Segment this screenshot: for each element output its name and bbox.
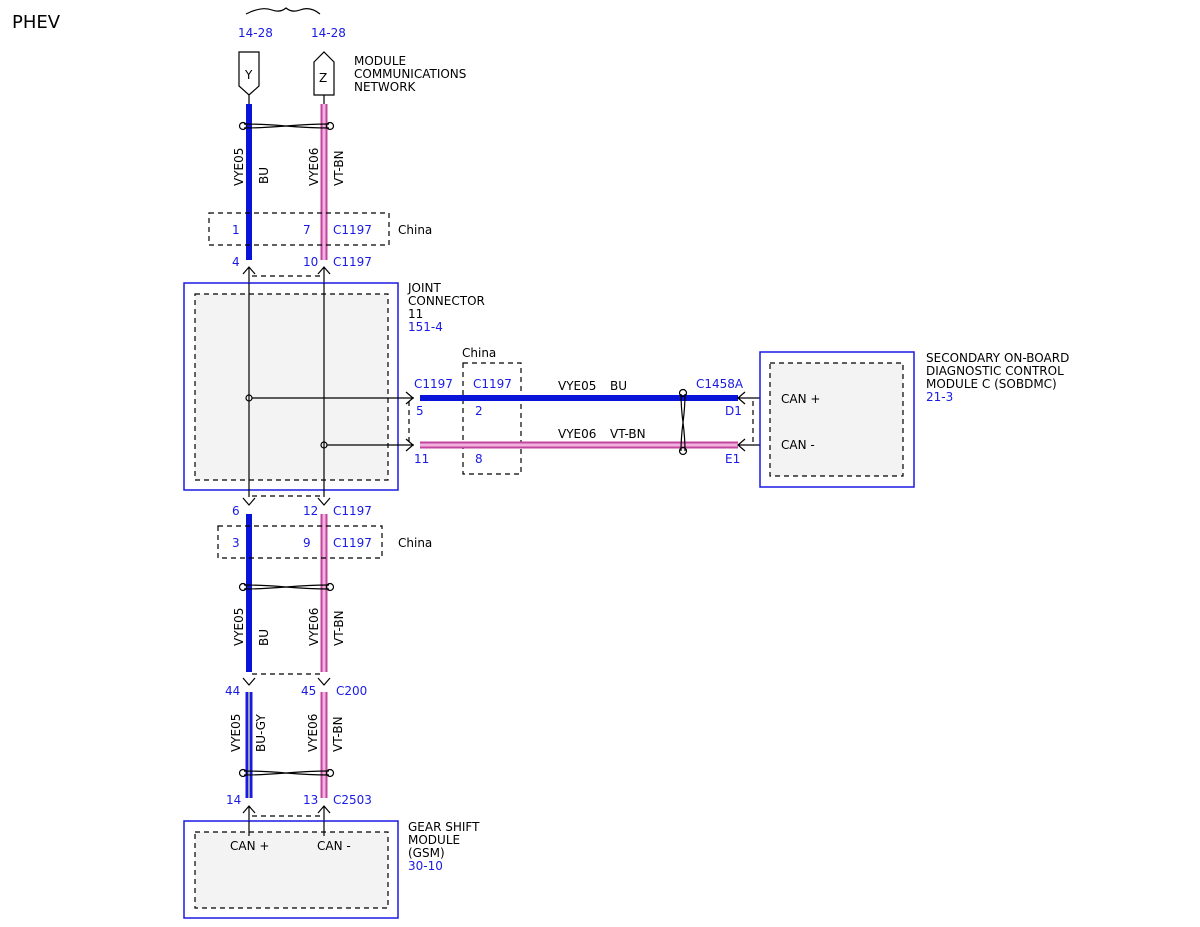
sobdmc-ref[interactable]: 21-3: [926, 390, 953, 404]
connector-c1197-top-china[interactable]: C1197: [333, 223, 372, 237]
pin-bottom-c1197-left: 6: [232, 504, 240, 518]
joint-connector-label-line1: JOINT: [407, 281, 442, 295]
pin-top-c1197-left: 4: [232, 255, 240, 269]
twisted-pair-symbol-lower: [243, 584, 330, 590]
connector-arrow-top-left: [242, 266, 256, 283]
connector-c1197-bottom-china[interactable]: C1197: [333, 536, 372, 550]
pin-mid-c1197-upper: 5: [416, 404, 424, 418]
joint-connector-inner: [194, 293, 389, 481]
connector-c200[interactable]: C200: [336, 684, 367, 698]
pin-c2503-left: 14: [226, 793, 241, 807]
pin-bottom-c1197-right: 12: [303, 504, 318, 518]
gsm-can-plus: CAN +: [230, 839, 269, 853]
connector-arrow-c1458a-upper: [737, 391, 760, 405]
pin-c1458a-upper: D1: [725, 404, 742, 418]
joint-connector-label-line2: CONNECTOR: [408, 294, 485, 308]
pin-top-c1197-right: 10: [303, 255, 318, 269]
gsm-label-line2: MODULE: [408, 833, 460, 847]
pin-top-china-left: 1: [232, 223, 240, 237]
offpage-connector-z: [313, 51, 335, 96]
wire-label-vye05-lower: VYE05: [232, 608, 246, 646]
connector-c2503[interactable]: C2503: [333, 793, 372, 807]
sobdmc-can-minus: CAN -: [781, 438, 815, 452]
pin-top-china-right: 7: [303, 223, 311, 237]
connector-arrow-c2503-left: [242, 805, 256, 821]
sobdmc-label-line2: DIAGNOSTIC CONTROL: [926, 364, 1064, 378]
connector-c1458a[interactable]: C1458A: [696, 377, 744, 391]
wire-label-vye05-mid: VYE05: [558, 379, 596, 393]
connector-arrow-c200-right: [317, 677, 331, 686]
connector-arrow-c1458a-lower: [737, 438, 760, 452]
wire-label-vye06-mid: VYE06: [558, 427, 596, 441]
offpage-connector-y: [238, 51, 260, 96]
wire-color-bugy-bottom: BU-GY: [254, 714, 268, 752]
twisted-pair-symbol-top: [243, 123, 330, 129]
china-connector-mid: [462, 362, 522, 475]
china-label-bottom: China: [398, 536, 432, 550]
pin-mid-china-lower: 8: [475, 452, 483, 466]
connector-arrow-c200-left: [242, 677, 256, 686]
wire-label-vye06-lower: VYE06: [307, 608, 321, 646]
pin-c200-left: 44: [225, 684, 240, 698]
joint-connector-ref[interactable]: 151-4: [408, 320, 443, 334]
connector-c1197-bottom[interactable]: C1197: [333, 504, 372, 518]
top-right-ref[interactable]: 14-28: [311, 26, 346, 40]
connector-c1197-mid-china[interactable]: C1197: [473, 377, 512, 391]
china-connector-bottom: [217, 525, 383, 559]
pin-c1458a-lower: E1: [725, 452, 740, 466]
top-left-ref[interactable]: 14-28: [238, 26, 273, 40]
china-label-top: China: [398, 223, 432, 237]
connector-c1197-mid[interactable]: C1197: [414, 377, 453, 391]
wire-label-vye06-top: VYE06: [307, 148, 321, 186]
top-brace: [245, 7, 321, 15]
joint-connector-label-line3: 11: [408, 307, 423, 321]
pin-bottom-china-right: 9: [303, 536, 311, 550]
gsm-module-inner: [194, 831, 389, 909]
pin-mid-c1197-lower: 11: [414, 452, 429, 466]
wire-color-bu-top: BU: [257, 167, 271, 184]
pin-mid-china-upper: 2: [475, 404, 483, 418]
twisted-pair-symbol-mid: [680, 393, 686, 452]
pin-bottom-china-left: 3: [232, 536, 240, 550]
page-title: PHEV: [12, 12, 61, 33]
gsm-label-line3: (GSM): [408, 846, 445, 860]
wire-color-vtbn-bottom: VT-BN: [331, 716, 345, 752]
connector-arrow-mid-lower: [405, 438, 414, 452]
connector-arrow-top-right: [317, 266, 331, 283]
gsm-can-minus: CAN -: [317, 839, 351, 853]
china-label-mid: China: [462, 346, 496, 360]
wire-label-vye05-bottom: VYE05: [229, 714, 243, 752]
wire-label-vye06-bottom: VYE06: [306, 714, 320, 752]
connector-arrow-bottom-right: [317, 497, 331, 506]
pin-c200-right: 45: [301, 684, 316, 698]
sobdmc-module-inner: [769, 362, 904, 477]
wire-color-vtbn-top: VT-BN: [332, 150, 346, 186]
offpage-letter-z: Z: [319, 71, 327, 85]
network-label-line3: NETWORK: [354, 80, 417, 94]
network-label-line1: MODULE: [354, 54, 406, 68]
connector-arrow-c2503-right: [317, 805, 331, 821]
sobdmc-label-line3: MODULE C (SOBDMC): [926, 377, 1057, 391]
pin-c2503-right: 13: [303, 793, 318, 807]
wire-color-vtbn-mid: VT-BN: [610, 427, 646, 441]
sobdmc-label-line1: SECONDARY ON-BOARD: [926, 351, 1069, 365]
sobdmc-can-plus: CAN +: [781, 392, 820, 406]
connector-arrow-mid-upper: [405, 391, 414, 405]
wire-color-bu-lower: BU: [257, 629, 271, 646]
gsm-label-line1: GEAR SHIFT: [408, 820, 480, 834]
wire-label-vye05-top: VYE05: [232, 148, 246, 186]
wire-color-vtbn-lower: VT-BN: [332, 610, 346, 646]
gsm-ref[interactable]: 30-10: [408, 859, 443, 873]
twisted-pair-symbol-bottom: [243, 770, 330, 776]
china-connector-top: [208, 212, 390, 246]
offpage-letter-y: Y: [244, 68, 253, 82]
network-label-line2: COMMUNICATIONS: [354, 67, 466, 81]
connector-arrow-bottom-left: [242, 497, 256, 506]
wire-color-bu-mid: BU: [610, 379, 627, 393]
connector-c1197-top[interactable]: C1197: [333, 255, 372, 269]
